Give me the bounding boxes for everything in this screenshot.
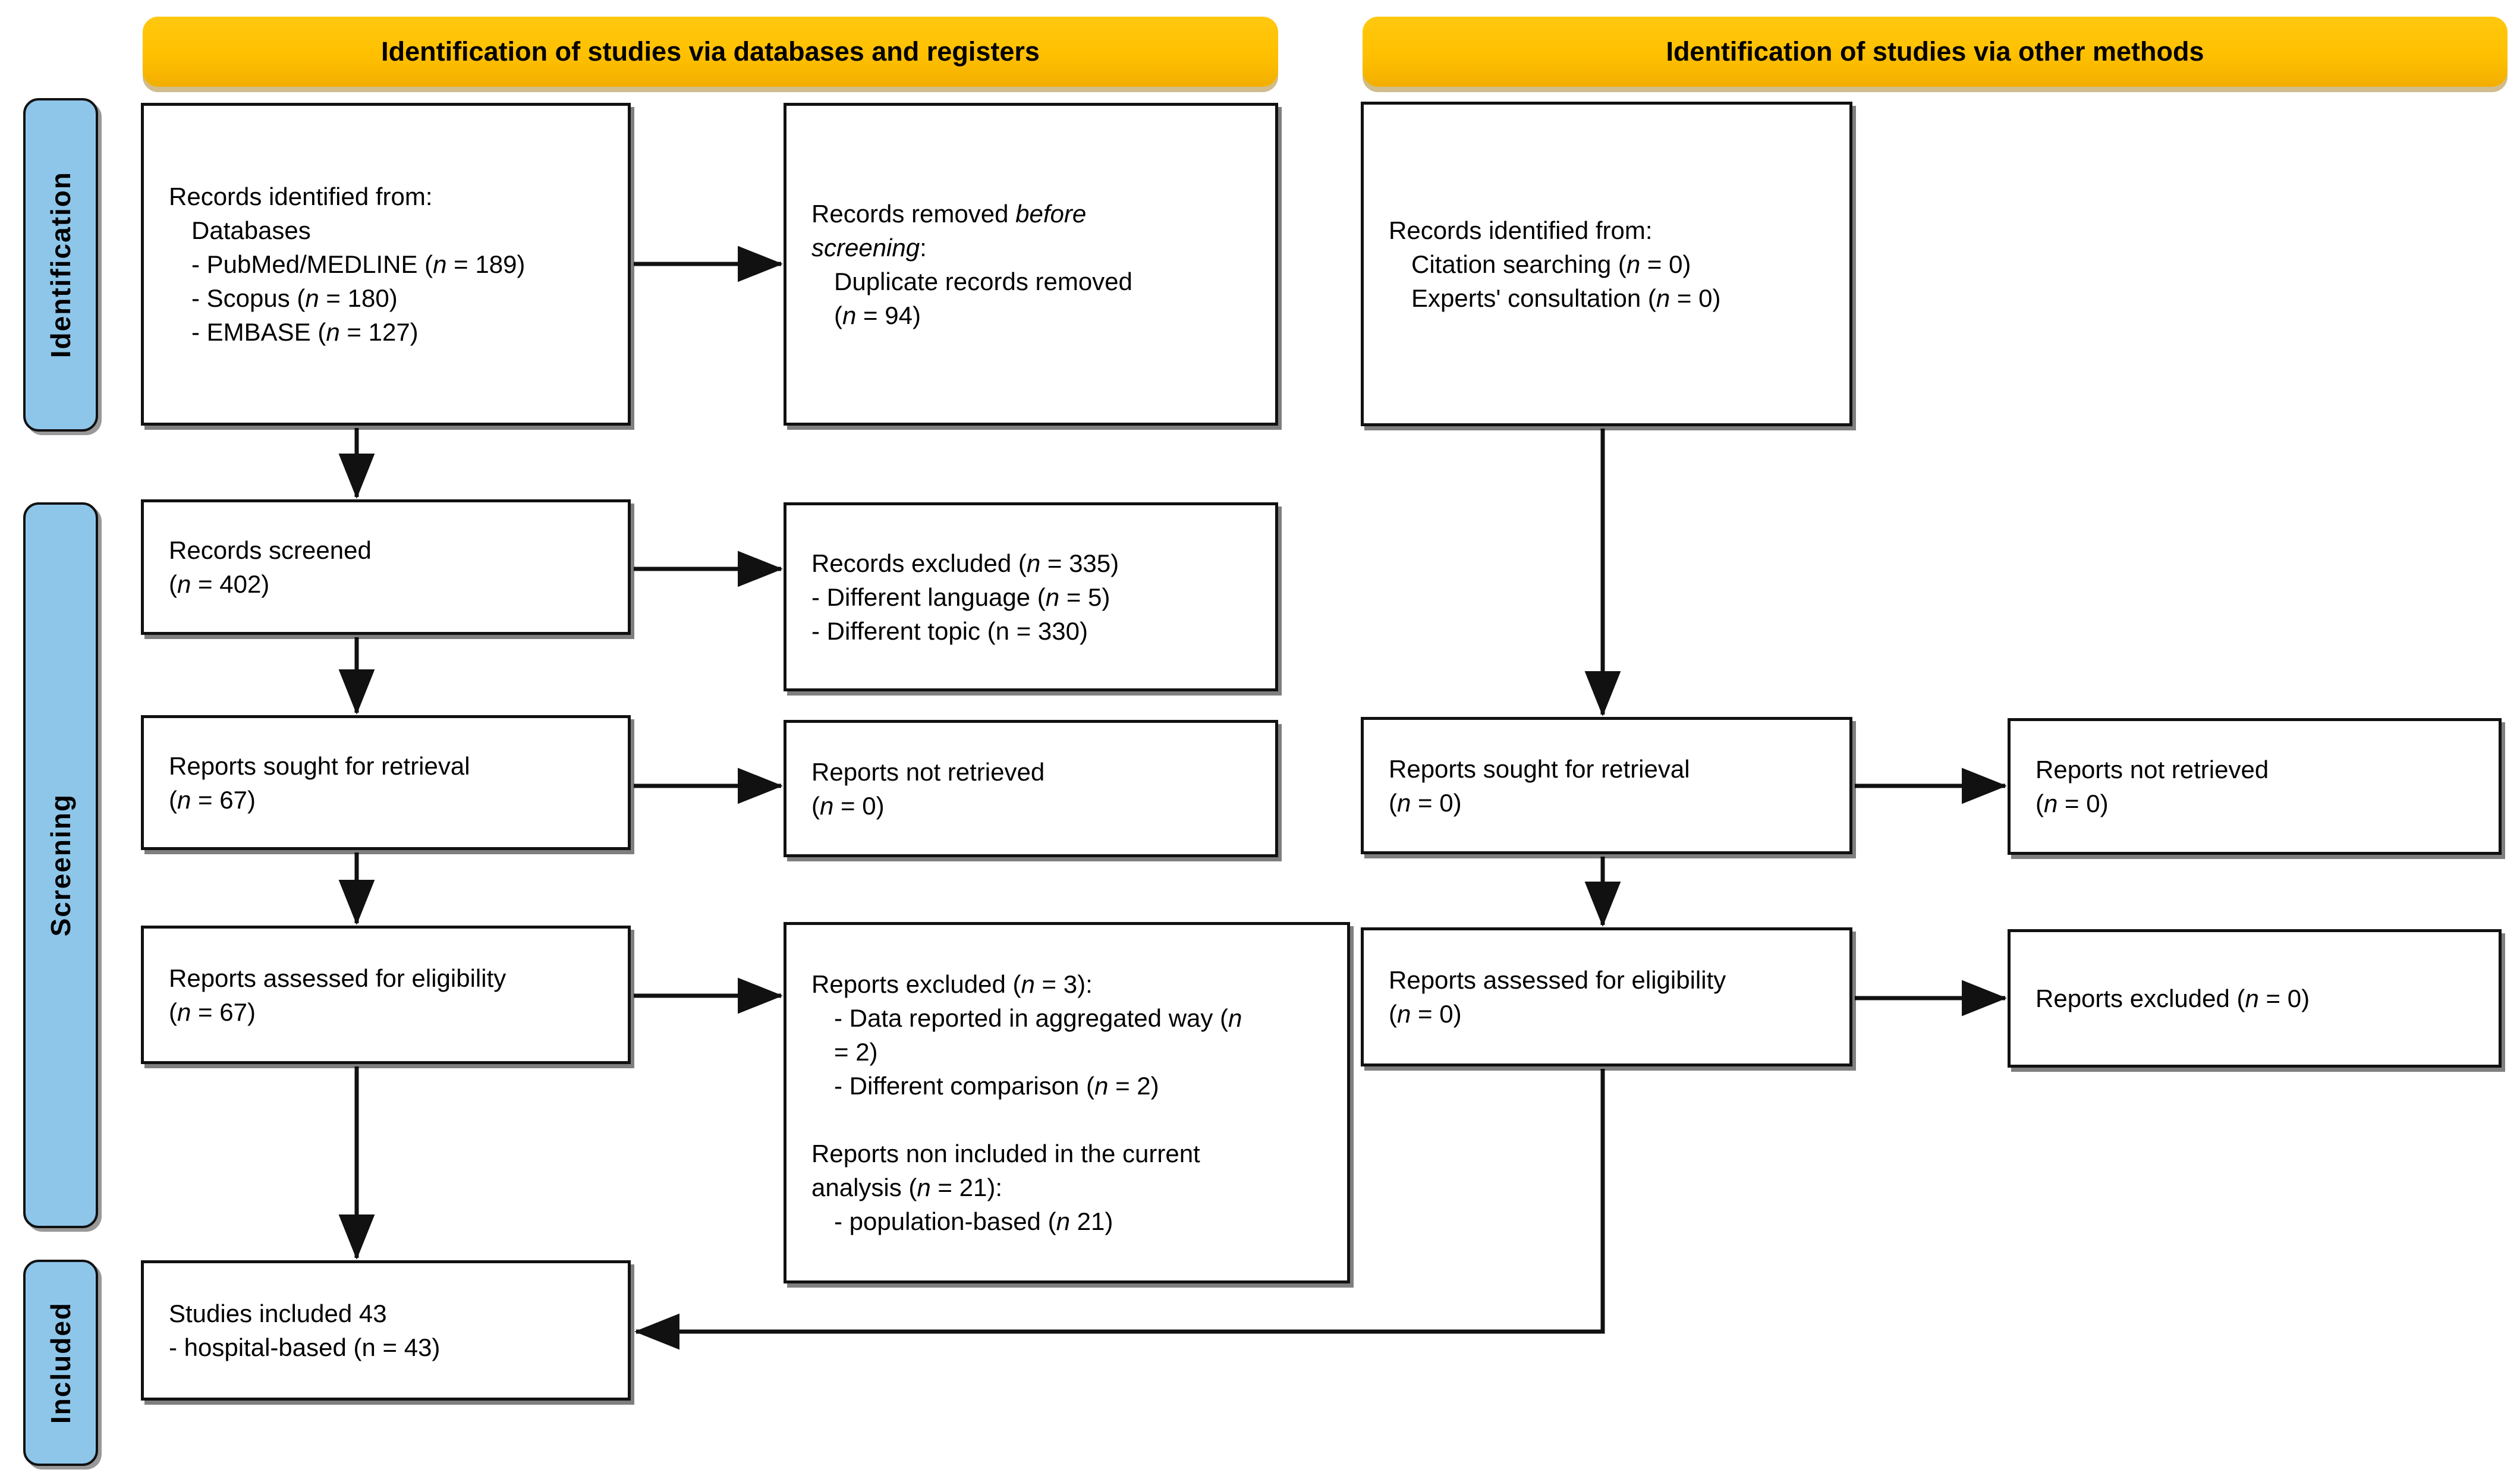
box-records-excluded-text: Records excluded (n = 335)- Different la…: [811, 549, 1119, 645]
box-reports-excluded-details-text: Reports excluded (n = 3):- Data reported…: [811, 970, 1242, 1235]
band-header-other-methods-label: Identification of studies via other meth…: [1666, 36, 2204, 67]
box-reports-assessed-eligibility-databases-text: Reports assessed for eligibility(n = 67): [169, 964, 506, 1026]
box-studies-included: Studies included 43- hospital-based (n =…: [141, 1260, 631, 1401]
box-reports-sought-retrieval-databases-text: Reports sought for retrieval(n = 67): [169, 751, 470, 814]
box-records-identified-databases-text: Records identified from:Databases- PubMe…: [169, 183, 526, 346]
box-records-identified-other-methods-text: Records identified from:Citation searchi…: [1389, 216, 1721, 312]
box-reports-assessed-eligibility-databases: Reports assessed for eligibility(n = 67): [141, 926, 631, 1064]
box-reports-not-retrieved-databases: Reports not retrieved(n = 0): [784, 720, 1278, 857]
box-reports-excluded-other-text: Reports excluded (n = 0): [2035, 984, 2310, 1012]
stage-label-identification-text: Identification: [45, 171, 76, 358]
box-reports-not-retrieved-other: Reports not retrieved(n = 0): [2008, 718, 2502, 855]
box-reports-assessed-eligibility-other-text: Reports assessed for eligibility(n = 0): [1389, 966, 1726, 1028]
stage-label-screening-text: Screening: [45, 794, 76, 937]
box-reports-sought-retrieval-other-text: Reports sought for retrieval(n = 0): [1389, 754, 1690, 817]
box-reports-sought-retrieval-databases: Reports sought for retrieval(n = 67): [141, 715, 631, 850]
box-reports-assessed-eligibility-other: Reports assessed for eligibility(n = 0): [1361, 927, 1852, 1066]
box-reports-excluded-details: Reports excluded (n = 3):- Data reported…: [784, 922, 1350, 1283]
box-records-excluded: Records excluded (n = 335)- Different la…: [784, 502, 1278, 691]
stage-label-included: Included: [23, 1260, 98, 1466]
box-reports-sought-retrieval-other: Reports sought for retrieval(n = 0): [1361, 717, 1852, 854]
band-header-other-methods: Identification of studies via other meth…: [1363, 17, 2508, 87]
box-reports-excluded-other: Reports excluded (n = 0): [2008, 929, 2502, 1068]
stage-label-screening: Screening: [23, 502, 98, 1228]
box-records-identified-other-methods: Records identified from:Citation searchi…: [1361, 102, 1852, 426]
box-reports-not-retrieved-databases-text: Reports not retrieved(n = 0): [811, 757, 1045, 820]
box-studies-included-text: Studies included 43- hospital-based (n =…: [169, 1299, 441, 1361]
box-records-identified-databases: Records identified from:Databases- PubMe…: [141, 103, 631, 426]
box-records-screened: Records screened(n = 402): [141, 499, 631, 635]
stage-label-included-text: Included: [45, 1301, 76, 1424]
box-reports-not-retrieved-other-text: Reports not retrieved(n = 0): [2035, 756, 2269, 817]
band-header-databases: Identification of studies via databases …: [143, 17, 1278, 87]
stage-label-identification: Identification: [23, 98, 98, 432]
band-header-databases-label: Identification of studies via databases …: [381, 36, 1040, 67]
box-records-screened-text: Records screened(n = 402): [169, 536, 372, 598]
